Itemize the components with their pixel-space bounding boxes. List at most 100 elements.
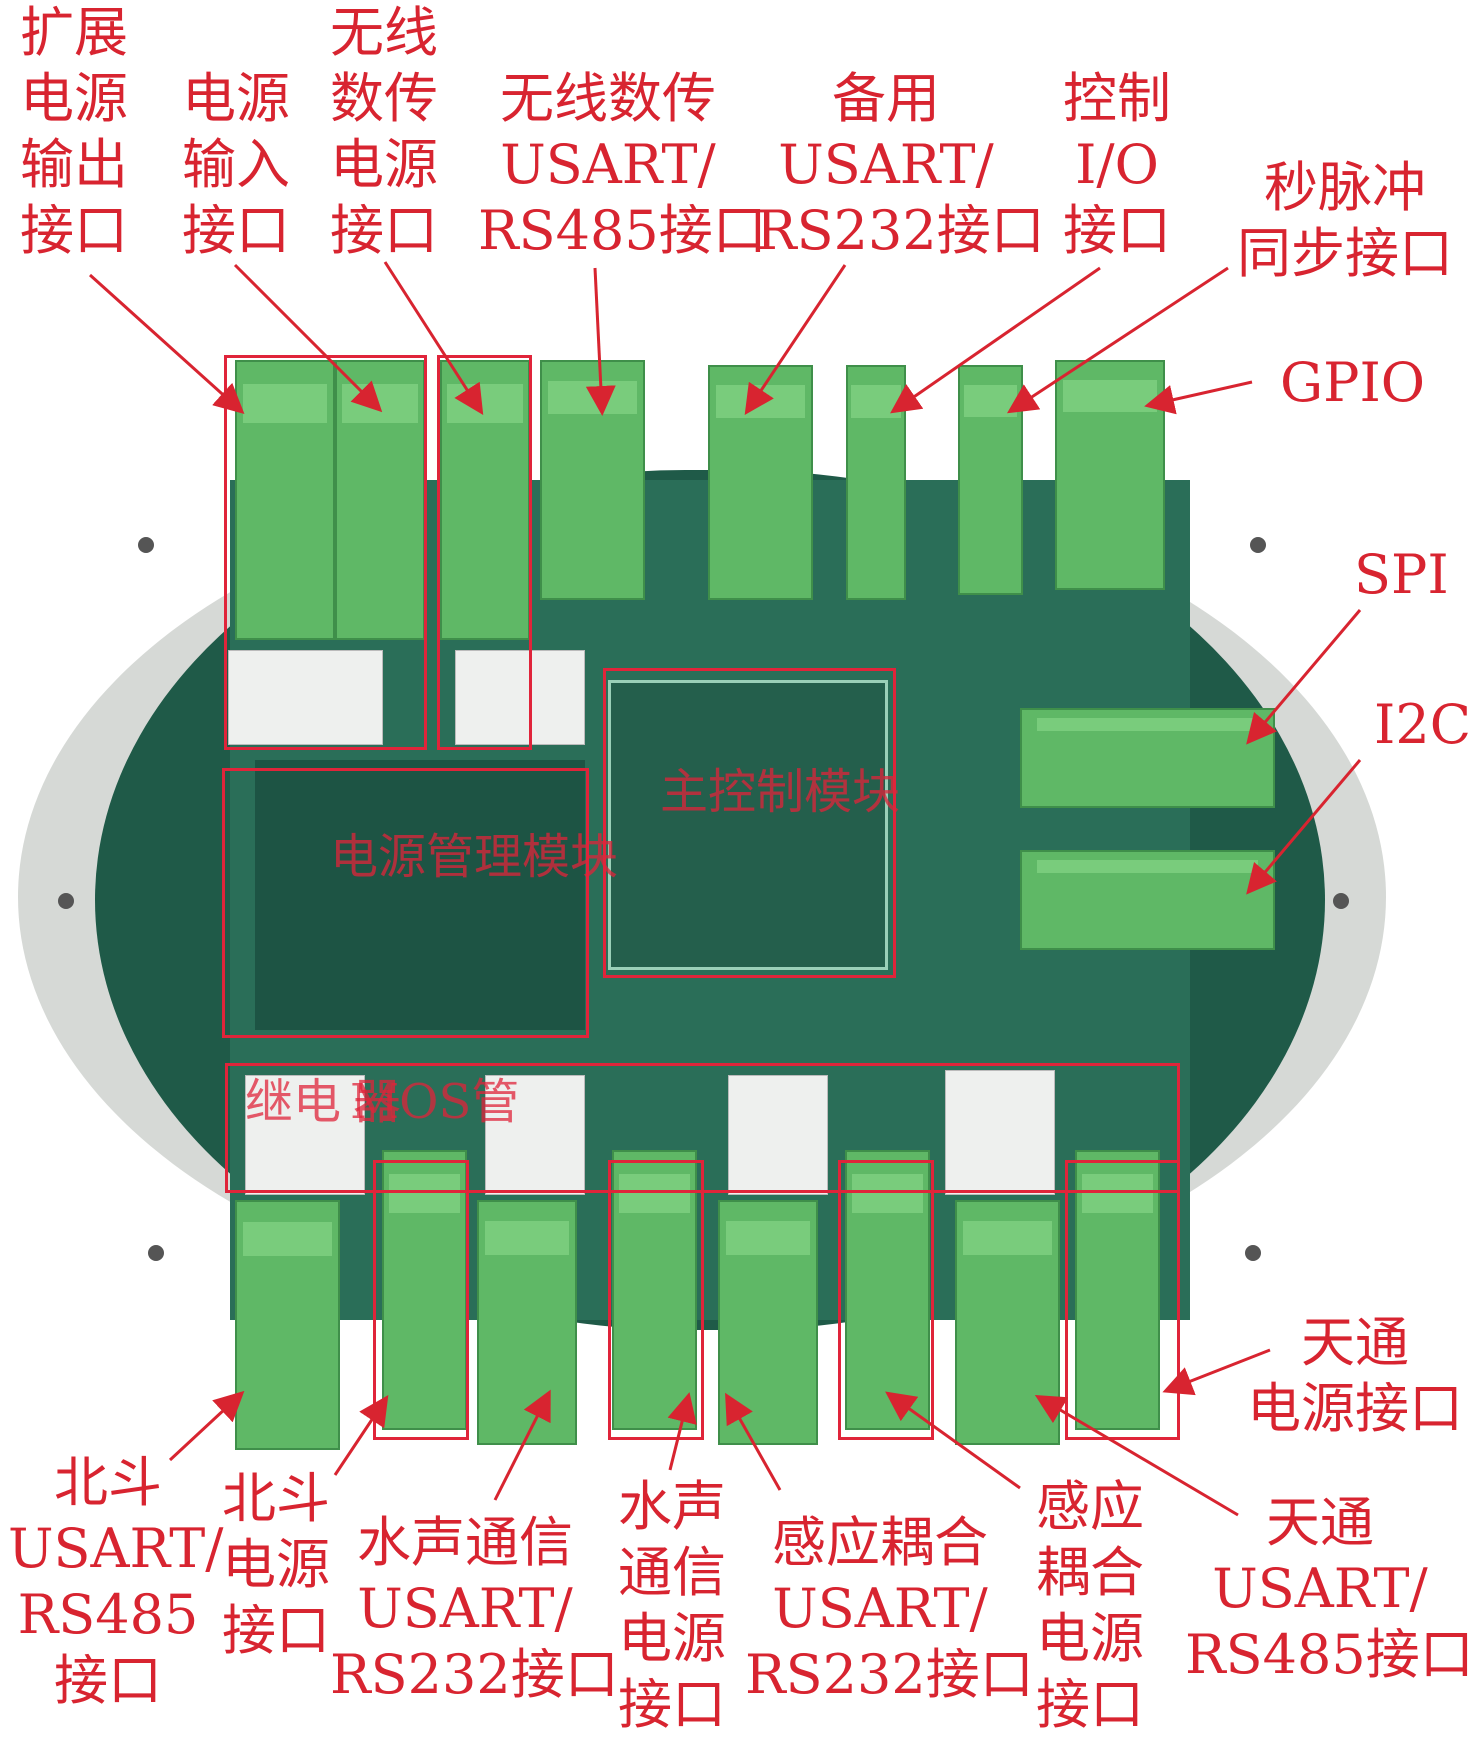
label-line: 电源 <box>1036 1607 1144 1670</box>
arrow <box>1246 609 1362 745</box>
label-line: 天通 <box>1266 1491 1374 1554</box>
label-line: USART/ <box>500 133 716 196</box>
label-line: 秒脉冲 <box>1264 156 1426 219</box>
label-line: 接口 <box>618 1673 726 1736</box>
label-beidou-power: 北斗电源接口 <box>222 1466 330 1664</box>
highlight-box <box>222 768 589 1038</box>
label-line: RS232接口 <box>745 1643 1034 1706</box>
label-inductive-power: 感应耦合电源接口 <box>1036 1474 1144 1738</box>
arrow <box>585 267 616 416</box>
label-gpio: GPIO <box>1280 351 1426 414</box>
highlight-box <box>603 668 896 978</box>
relay <box>728 1075 828 1195</box>
label-line: 扩展 <box>20 1 128 64</box>
screw-hole <box>1250 537 1266 553</box>
connector-control-io <box>846 365 906 600</box>
label-spi: SPI <box>1354 543 1449 606</box>
arrow <box>744 264 847 415</box>
arrow <box>1246 759 1362 895</box>
label-line: 通信 <box>618 1541 726 1604</box>
overlay-line: 继电 <box>245 1074 342 1130</box>
arrow <box>383 261 484 416</box>
label-line: 无线 <box>330 1 438 64</box>
connector-tiantong-power <box>1075 1150 1160 1430</box>
arrow <box>333 1395 389 1476</box>
relay-label: 继电器 <box>245 1075 401 1129</box>
relay <box>245 1075 365 1195</box>
connector-ext-power <box>235 360 335 640</box>
label-line: RS232接口 <box>330 1643 619 1706</box>
overlay-line: 器 <box>353 1074 402 1130</box>
arrow <box>493 1389 551 1501</box>
label-ext-power-out: 扩展电源输出接口 <box>20 0 128 264</box>
label-line: 电源接口 <box>1247 1377 1463 1440</box>
relay <box>485 1075 585 1195</box>
connector-acoustic-power <box>612 1150 697 1430</box>
arrow <box>890 266 1101 414</box>
label-line: 接口 <box>1063 199 1171 262</box>
label-line: 天通 <box>1301 1311 1409 1374</box>
label-line: 输入 <box>182 133 290 196</box>
label-line: 备用 <box>832 67 940 130</box>
label-i2c: I2C <box>1374 693 1472 756</box>
highlight-box <box>373 1160 469 1440</box>
label-line: 控制 <box>1063 67 1171 130</box>
arrow <box>1034 1394 1239 1517</box>
highlight-box <box>838 1160 934 1440</box>
label-line: 电源 <box>20 67 128 130</box>
label-line: 接口 <box>222 1599 330 1662</box>
screw-hole <box>58 893 74 909</box>
arrow <box>725 1392 782 1491</box>
arrow <box>233 263 383 413</box>
label-line: 水声通信 <box>357 1511 573 1574</box>
label-line: 接口 <box>330 199 438 262</box>
label-tiantong-power: 天通电源接口 <box>1240 1310 1470 1442</box>
screw-hole <box>1333 893 1349 909</box>
overlay-line: 主控制 <box>660 764 805 820</box>
arrow <box>885 1391 1021 1490</box>
label-line: 接口 <box>182 199 290 262</box>
label-line: 接口 <box>20 199 128 262</box>
connector-acoustic-usart <box>477 1200 577 1445</box>
label-line: USART/ <box>8 1517 224 1580</box>
connector-beidou-usart <box>235 1200 340 1450</box>
label-line: 水声 <box>618 1475 726 1538</box>
connector-inductive-power <box>845 1150 930 1430</box>
label-line: 北斗 <box>222 1467 330 1530</box>
screw-hole <box>1245 1245 1261 1261</box>
label-line: RS485接口 <box>478 199 767 262</box>
overlay-line: 模块 <box>804 764 901 820</box>
label-pps: 秒脉冲同步接口 <box>1230 155 1460 287</box>
label-line: USART/ <box>772 1577 988 1640</box>
power-mgmt-label: 电源管理模块 <box>330 830 618 884</box>
label-line: RS485接口 <box>1185 1623 1474 1686</box>
connector-i2c <box>1020 850 1275 950</box>
label-line: 耦合 <box>1036 1541 1144 1604</box>
label-line: 同步接口 <box>1237 222 1453 285</box>
label-line: I/O <box>1075 133 1159 196</box>
label-line: 输出 <box>20 133 128 196</box>
label-line: 数传 <box>330 67 438 130</box>
label-line: 电源 <box>222 1533 330 1596</box>
label-line: 北斗 <box>54 1451 162 1514</box>
label-line: 无线数传 <box>500 67 716 130</box>
label-line: 感应耦合 <box>772 1511 988 1574</box>
label-wireless-power: 无线数传电源接口 <box>330 0 438 264</box>
label-line: 感应 <box>1036 1475 1144 1538</box>
label-line: USART/ <box>357 1577 573 1640</box>
arrow <box>1144 380 1253 415</box>
highlight-box <box>437 355 532 750</box>
arrow <box>168 1390 245 1462</box>
label-line: USART/ <box>778 133 994 196</box>
label-power-in: 电源输入接口 <box>182 66 290 264</box>
label-line: RS232接口 <box>756 199 1045 262</box>
power-management-board <box>255 760 585 1030</box>
relay <box>945 1070 1055 1195</box>
